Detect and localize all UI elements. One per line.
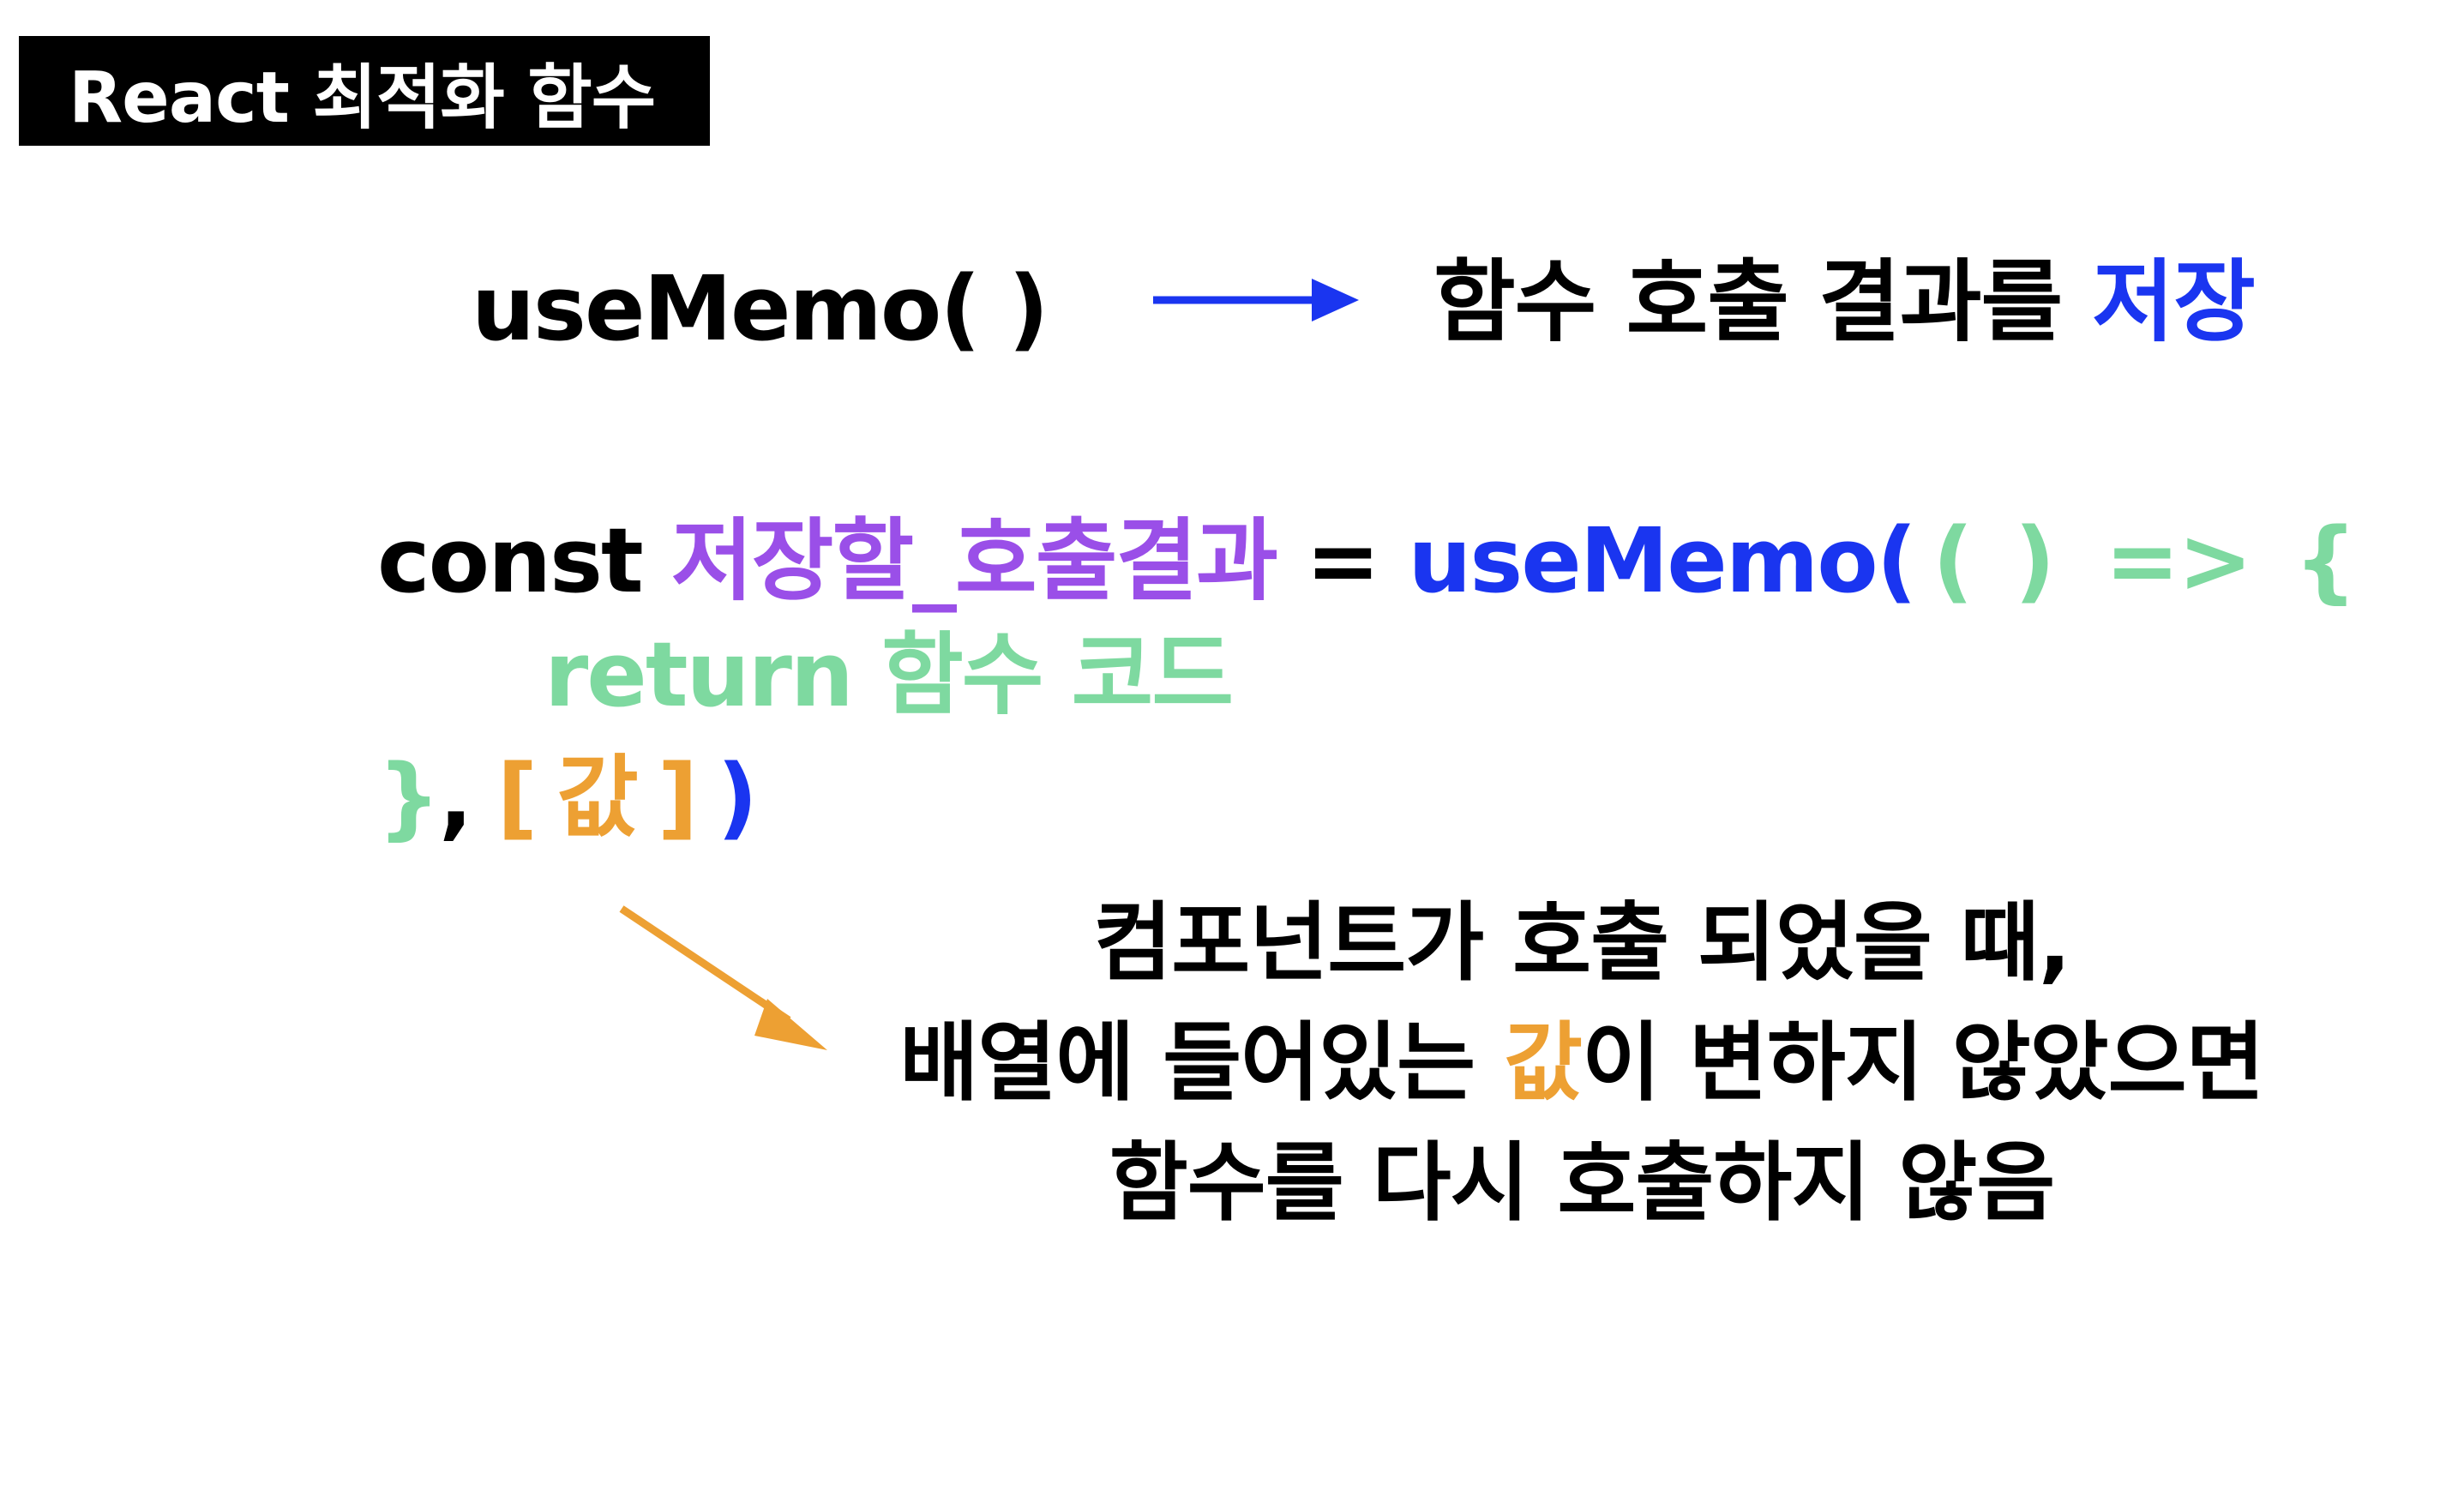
diagonal-arrow-icon bbox=[619, 905, 827, 1050]
hook-name: useMemo( ) bbox=[472, 256, 1049, 361]
page-title: React 최적화 함수 bbox=[69, 57, 656, 139]
callback-close-brace: } bbox=[377, 745, 441, 850]
explanation-line-1: 컴포넌트가 호출 되었을 때, bbox=[1093, 892, 2070, 993]
equals-sign: = bbox=[1305, 508, 1380, 613]
hook-description: 함수 호출 결과를 저장 bbox=[1433, 257, 2256, 346]
deps-close-bracket: ] bbox=[657, 745, 699, 850]
code-line-2: return 함수 코드 bbox=[544, 622, 1234, 727]
usememo-close-paren: ) bbox=[717, 745, 758, 850]
arrow-operator: => bbox=[2105, 508, 2252, 613]
description-text: 함수 호출 결과를 bbox=[1433, 249, 2093, 354]
result-variable: 저장할_호출결과 bbox=[670, 508, 1278, 613]
right-arrow-icon bbox=[1153, 279, 1359, 321]
code-line-1: const 저장할_호출결과 = useMemo(()=>{ bbox=[377, 516, 2358, 605]
const-keyword: const bbox=[377, 508, 644, 613]
explanation-line-3: 함수를 다시 호출하지 않음 bbox=[1109, 1133, 2055, 1233]
deps-open-bracket: [ bbox=[496, 745, 538, 850]
callback-close-paren: ) bbox=[2014, 508, 2056, 613]
explanation-line-2-suffix: 이 변하지 않았으면 bbox=[1582, 1012, 2265, 1113]
explanation-value-highlight: 값 bbox=[1504, 1012, 1583, 1113]
explanation-line-2-prefix: 배열에 들어있는 bbox=[899, 1012, 1504, 1113]
title-banner: React 최적화 함수 bbox=[19, 36, 710, 146]
deps-value: 값 bbox=[556, 745, 639, 850]
description-highlight: 저장 bbox=[2092, 249, 2255, 354]
callback-open-brace: { bbox=[2293, 508, 2358, 613]
code-line-3: },[값]) bbox=[377, 753, 758, 842]
usememo-call: useMemo( bbox=[1408, 508, 1917, 613]
callback-open-paren: ( bbox=[1932, 508, 1974, 613]
explanation-line-2: 배열에 들어있는 값이 변하지 않았으면 bbox=[840, 1020, 2323, 1106]
comma: , bbox=[439, 745, 472, 850]
